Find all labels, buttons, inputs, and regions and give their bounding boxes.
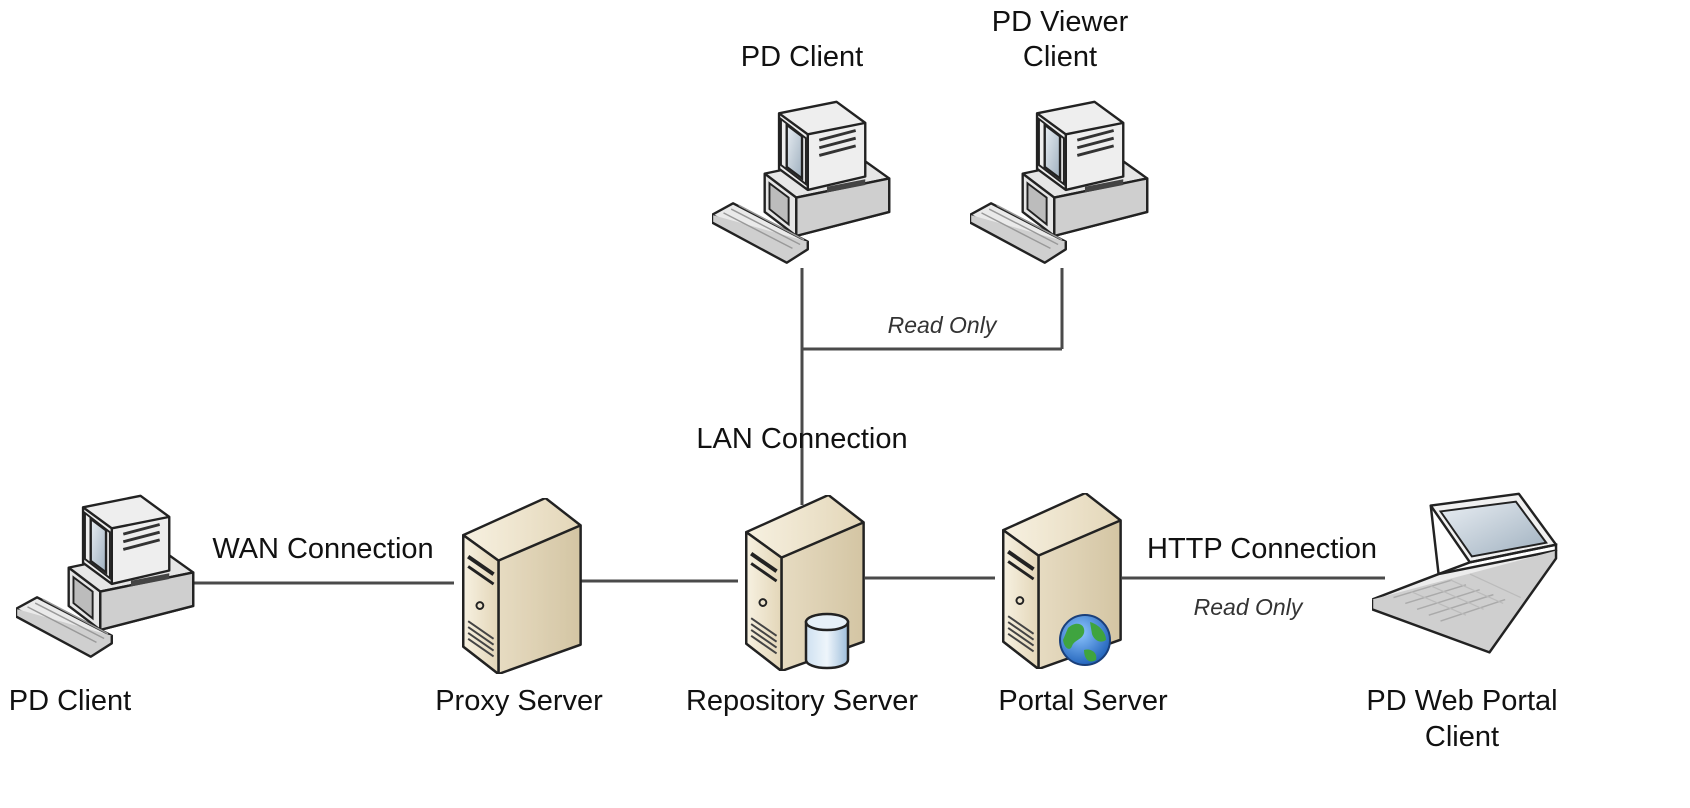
pd-viewer-client-label-line2: Client — [1023, 41, 1097, 73]
http-connection-label: HTTP Connection — [1147, 533, 1377, 565]
pd-web-portal-client — [1372, 492, 1558, 654]
pd-client-left — [16, 494, 195, 659]
desktop-computer-icon — [16, 494, 195, 659]
lan-connection-label: LAN Connection — [696, 423, 907, 455]
read-only-viewer-label: Read Only — [888, 312, 998, 338]
laptop-icon — [1372, 492, 1558, 654]
pd-client-top-label: PD Client — [741, 41, 864, 73]
pd-viewer-client — [970, 100, 1149, 265]
read-only-http-label: Read Only — [1194, 594, 1304, 620]
desktop-computer-icon — [712, 100, 891, 265]
desktop-computer-icon — [970, 100, 1149, 265]
database-cylinder-icon — [804, 612, 850, 670]
pd-web-portal-client-label-line1: PD Web Portal — [1366, 685, 1557, 717]
pd-web-portal-client-label-line2: Client — [1425, 721, 1499, 753]
repository-server — [744, 495, 866, 671]
pd-viewer-client-label-line1: PD Viewer — [992, 6, 1129, 38]
portal-server-label: Portal Server — [998, 685, 1168, 717]
repository-server-label: Repository Server — [686, 685, 918, 717]
pd-client-top — [712, 100, 891, 265]
wan-connection-label: WAN Connection — [212, 533, 433, 565]
tower-server-icon — [461, 498, 583, 674]
pd-client-left-label: PD Client — [9, 685, 132, 717]
portal-server — [1001, 493, 1123, 669]
globe-icon — [1059, 614, 1111, 666]
proxy-server — [461, 498, 583, 674]
proxy-server-label: Proxy Server — [435, 685, 603, 717]
